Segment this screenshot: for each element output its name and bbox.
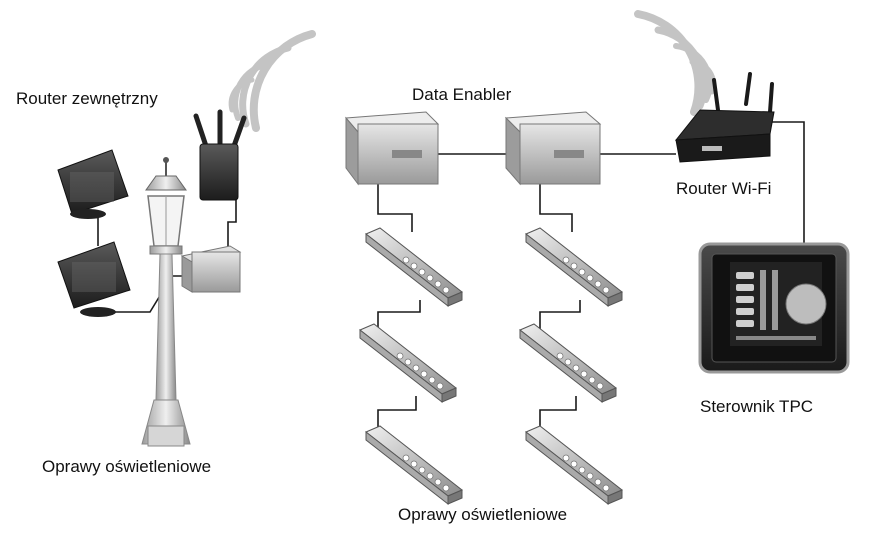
led-bar-icon	[519, 323, 617, 403]
router-outdoor-label: Router zewnętrzny	[16, 89, 158, 108]
wifi-router-icon	[674, 72, 775, 163]
wifi-signal-icon	[634, 10, 716, 116]
connection-wires	[97, 121, 805, 428]
data-enabler-icon	[504, 111, 602, 186]
street-lamp-icon	[141, 157, 191, 447]
outdoor-router-icon	[193, 109, 247, 201]
floodlight-icon	[57, 149, 129, 219]
led-bar-icon	[365, 425, 463, 505]
led-bar-icon	[525, 227, 623, 307]
fixtures-left-label: Oprawy oświetleniowe	[42, 457, 211, 476]
fixtures-center-label: Oprawy oświetleniowe	[398, 505, 567, 524]
data-enabler-icon	[344, 111, 440, 186]
data-enabler-label: Data Enabler	[412, 85, 512, 104]
router-wifi-label: Router Wi-Fi	[676, 179, 771, 198]
controller-label: Sterownik TPC	[700, 397, 813, 416]
led-bar-icon	[365, 227, 463, 307]
floodlight-icon	[57, 241, 131, 317]
control-box-icon	[180, 245, 242, 293]
touch-panel-icon	[698, 242, 850, 374]
led-bar-icon	[525, 425, 623, 505]
wifi-signal-icon	[228, 30, 316, 132]
led-bar-icon	[359, 323, 457, 403]
